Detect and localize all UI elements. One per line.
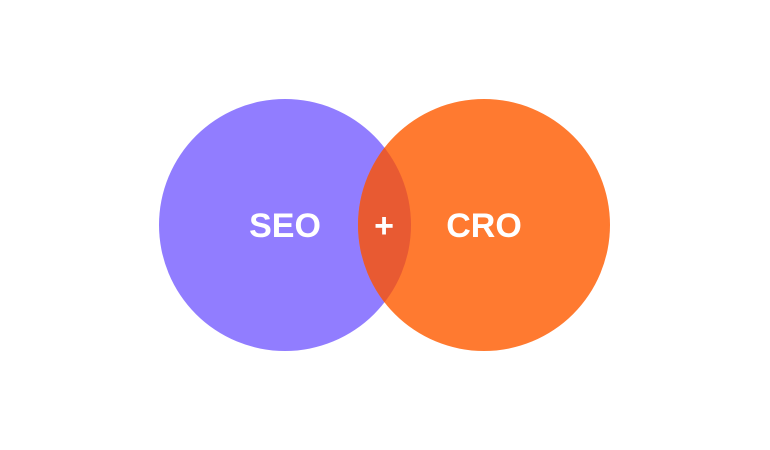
seo-circle [159,99,411,351]
seo-label: SEO [249,207,321,245]
cro-circle [358,99,610,351]
cro-label: CRO [446,207,522,245]
plus-sign: + [374,207,394,245]
